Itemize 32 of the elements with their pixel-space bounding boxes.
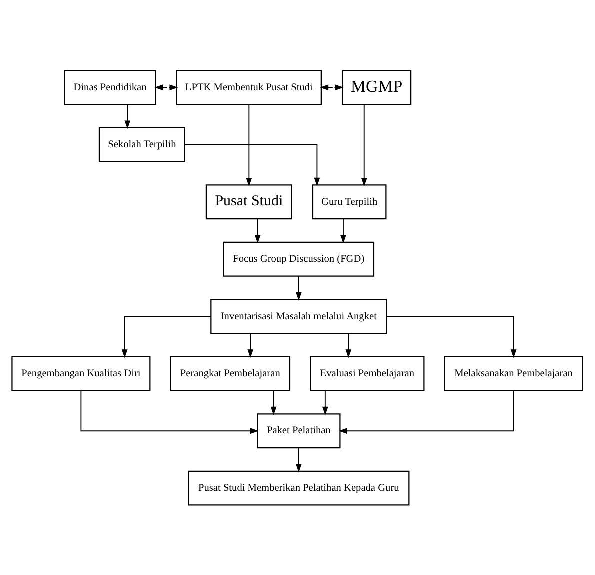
arrow bbox=[184, 144, 320, 186]
node-box: Pusat Studi bbox=[206, 184, 292, 220]
arrow bbox=[154, 84, 178, 90]
node-box: Paket Pelatihan bbox=[257, 413, 341, 448]
arrow bbox=[320, 84, 344, 90]
arrow bbox=[340, 218, 346, 244]
node-box: Focus Group Discussion (FGD) bbox=[223, 241, 375, 276]
arrow bbox=[296, 276, 302, 300]
arrow bbox=[386, 316, 517, 358]
arrow bbox=[270, 390, 277, 415]
arrow bbox=[124, 104, 131, 129]
arrow bbox=[122, 316, 212, 358]
node-box: Pengembangan Kualitas Diri bbox=[12, 356, 151, 391]
node-box: Guru Terpilih bbox=[312, 184, 387, 220]
arrow bbox=[246, 104, 252, 186]
arrow bbox=[296, 447, 302, 472]
node-box: Perangkat Pembelajaran bbox=[170, 356, 291, 391]
arrow bbox=[248, 332, 254, 358]
arrow bbox=[338, 390, 514, 434]
arrow bbox=[254, 218, 261, 244]
arrow bbox=[80, 390, 259, 434]
node-box: Inventarisasi Masalah melalui Angket bbox=[210, 298, 388, 334]
arrow bbox=[361, 104, 368, 186]
node-box: LPTK Membentuk Pusat Studi bbox=[176, 70, 322, 105]
node-box: Melaksanakan Pembelajaran bbox=[444, 356, 584, 391]
node-box: Dinas Pendidikan bbox=[64, 70, 156, 105]
node-box: Evaluasi Pembelajaran bbox=[310, 356, 425, 391]
node-box: MGMP bbox=[342, 70, 412, 105]
arrow bbox=[346, 332, 352, 358]
node-box: Pusat Studi Memberikan Pelatihan Kepada Guru bbox=[188, 470, 410, 506]
node-box: Sekolah Terpilih bbox=[98, 126, 186, 162]
arrow bbox=[322, 390, 328, 415]
